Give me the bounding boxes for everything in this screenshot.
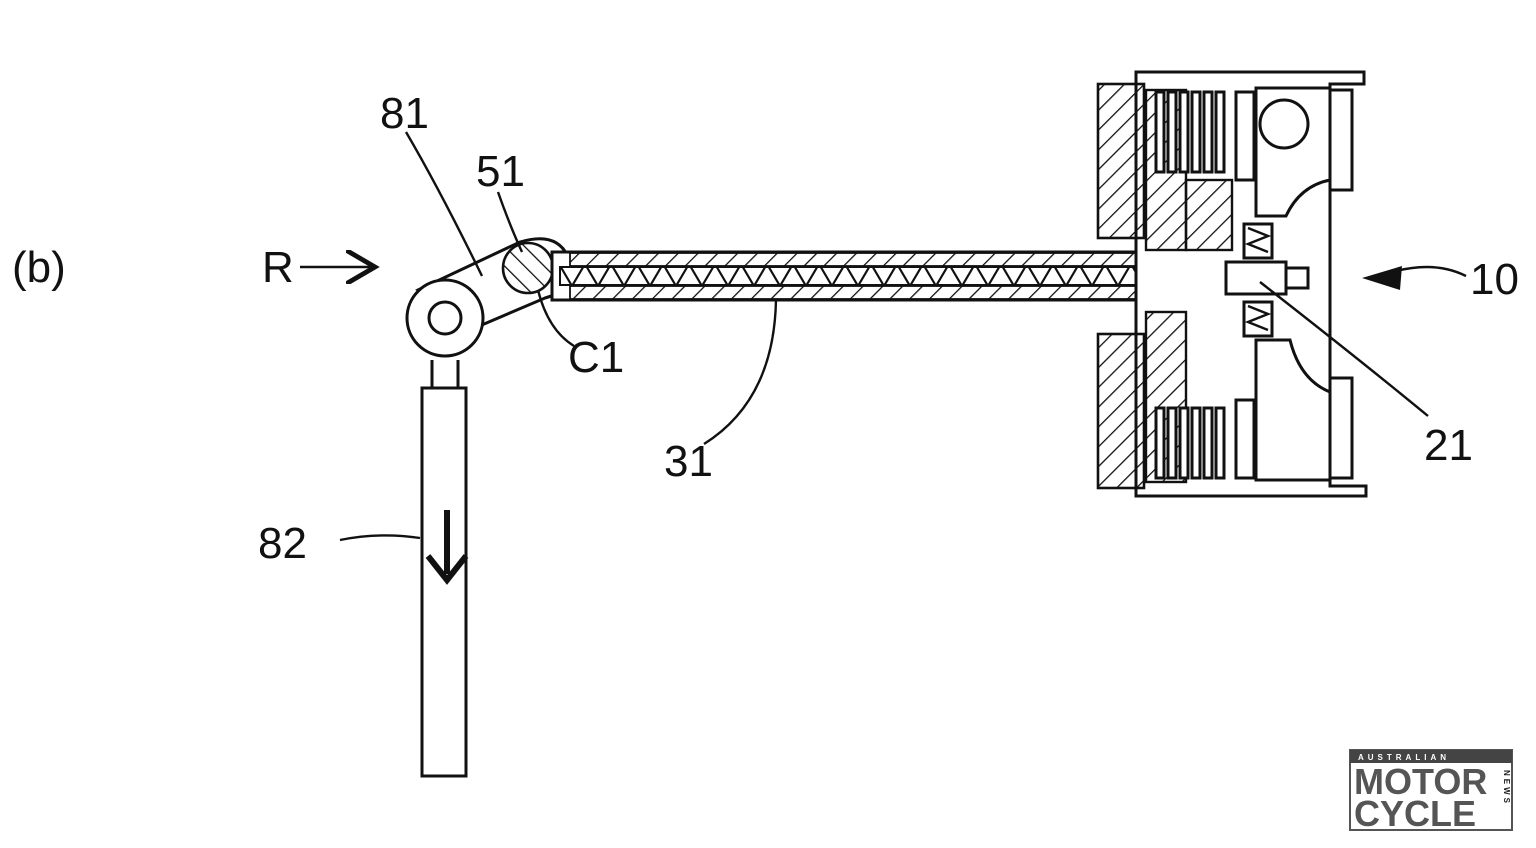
label-81: 81 xyxy=(380,89,429,138)
leader-31 xyxy=(703,299,778,446)
pressure-plate-hole xyxy=(1258,98,1310,150)
logo-side-text: NEWS xyxy=(1502,770,1511,806)
outer-housing-top xyxy=(1096,82,1146,240)
plates-bottom xyxy=(1154,398,1256,480)
label-21: 21 xyxy=(1424,421,1473,470)
springs xyxy=(1242,222,1274,338)
release-piece-21 xyxy=(1224,260,1288,296)
down-arrow-head xyxy=(425,554,469,585)
cam-51 xyxy=(501,241,555,295)
outer-rim-top xyxy=(1328,88,1354,192)
pushrod-lower-wall xyxy=(569,285,1221,300)
leader-21 xyxy=(1259,281,1429,417)
label-31: 31 xyxy=(664,437,713,486)
pivot-hole xyxy=(427,300,463,336)
logo-line2: CYCLE xyxy=(1354,793,1476,834)
label-82: 82 xyxy=(258,519,307,568)
release-cap xyxy=(1284,266,1310,290)
outer-housing-bottom xyxy=(1096,332,1146,490)
label-10: 10 xyxy=(1470,255,1519,304)
lever-82 xyxy=(420,386,468,778)
clutch-assembly-10 xyxy=(1096,70,1368,498)
watermark-logo: AUSTRALIAN MOTOR CYCLE NEWS xyxy=(1349,749,1513,834)
logo-line1: MOTOR xyxy=(1354,761,1487,802)
logo-top-text: AUSTRALIAN xyxy=(1358,753,1450,762)
outer-rim-bottom xyxy=(1328,376,1354,480)
panel-label: (b) xyxy=(12,243,66,292)
leader-51 xyxy=(496,191,524,253)
label-R: R xyxy=(262,243,294,292)
arrow-10-head xyxy=(1362,266,1402,290)
label-51: 51 xyxy=(476,147,525,196)
pushrod-upper-wall xyxy=(569,252,1221,267)
pushrod-31 xyxy=(559,266,1159,286)
leader-82 xyxy=(339,534,421,542)
label-C1: C1 xyxy=(568,333,624,382)
lever-neck xyxy=(430,360,460,388)
plates-top xyxy=(1154,90,1256,182)
hub-step-top xyxy=(1184,178,1234,252)
leader-81 xyxy=(404,131,484,277)
leader-C1 xyxy=(536,289,575,348)
